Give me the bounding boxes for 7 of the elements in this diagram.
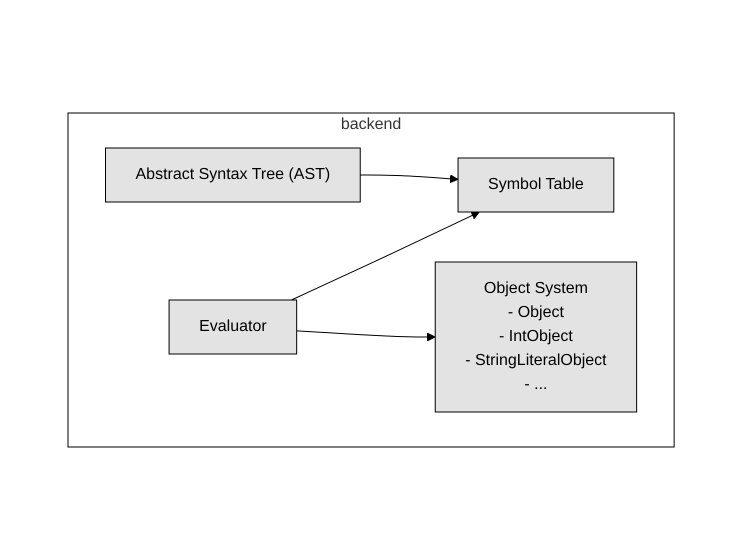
arrow xyxy=(360,174,459,184)
arrow xyxy=(296,330,436,342)
node-box: Object System - Object - IntObject - StringLiteralObject - ... xyxy=(435,262,638,412)
node-box: Symbol Table xyxy=(458,158,615,212)
node-box: Abstract Syntax Tree (AST) xyxy=(105,148,362,202)
node-box: Evaluator xyxy=(169,300,298,354)
arrow xyxy=(291,211,480,300)
